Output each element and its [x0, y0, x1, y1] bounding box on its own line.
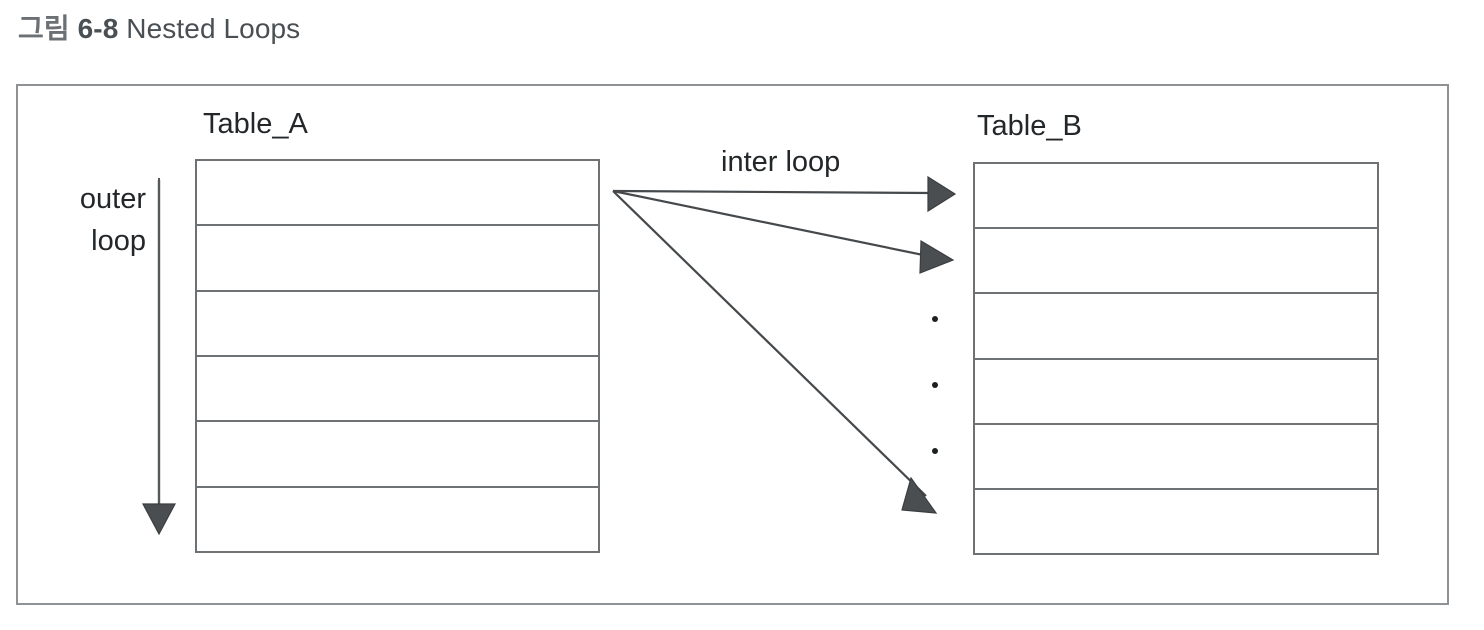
table-row: [975, 294, 1377, 360]
table-row: [197, 292, 598, 357]
figure-caption-number: 6-8: [77, 13, 119, 44]
table-row: [975, 425, 1377, 490]
table-row: [975, 164, 1377, 230]
table-row: [197, 422, 598, 488]
table-b-label: Table_B: [977, 110, 1082, 142]
inter-loop-label: inter loop: [721, 146, 841, 178]
outer-loop-label-line2: loop: [91, 225, 146, 257]
table-row: [197, 226, 598, 292]
table-row: [975, 360, 1377, 425]
ellipsis-dot: [932, 316, 938, 322]
table-row: [197, 488, 598, 551]
table-a-label: Table_A: [203, 108, 308, 140]
vertical-ellipsis: [932, 316, 942, 462]
table-row: [197, 357, 598, 423]
table-row: [975, 229, 1377, 295]
table-b-grid: [973, 162, 1379, 555]
figure-caption-label: 그림: [18, 13, 70, 44]
figure-caption-title: Nested Loops: [126, 13, 301, 44]
figure-caption: 그림 6-8 Nested Loops: [18, 12, 300, 46]
table-a-grid: [195, 159, 600, 553]
outer-loop-label-line1: outer: [79, 183, 146, 215]
table-row: [197, 161, 598, 227]
table-row: [975, 490, 1377, 553]
ellipsis-dot: [932, 382, 938, 388]
ellipsis-dot: [932, 448, 938, 454]
outer-loop-label: outer loop: [20, 178, 146, 262]
